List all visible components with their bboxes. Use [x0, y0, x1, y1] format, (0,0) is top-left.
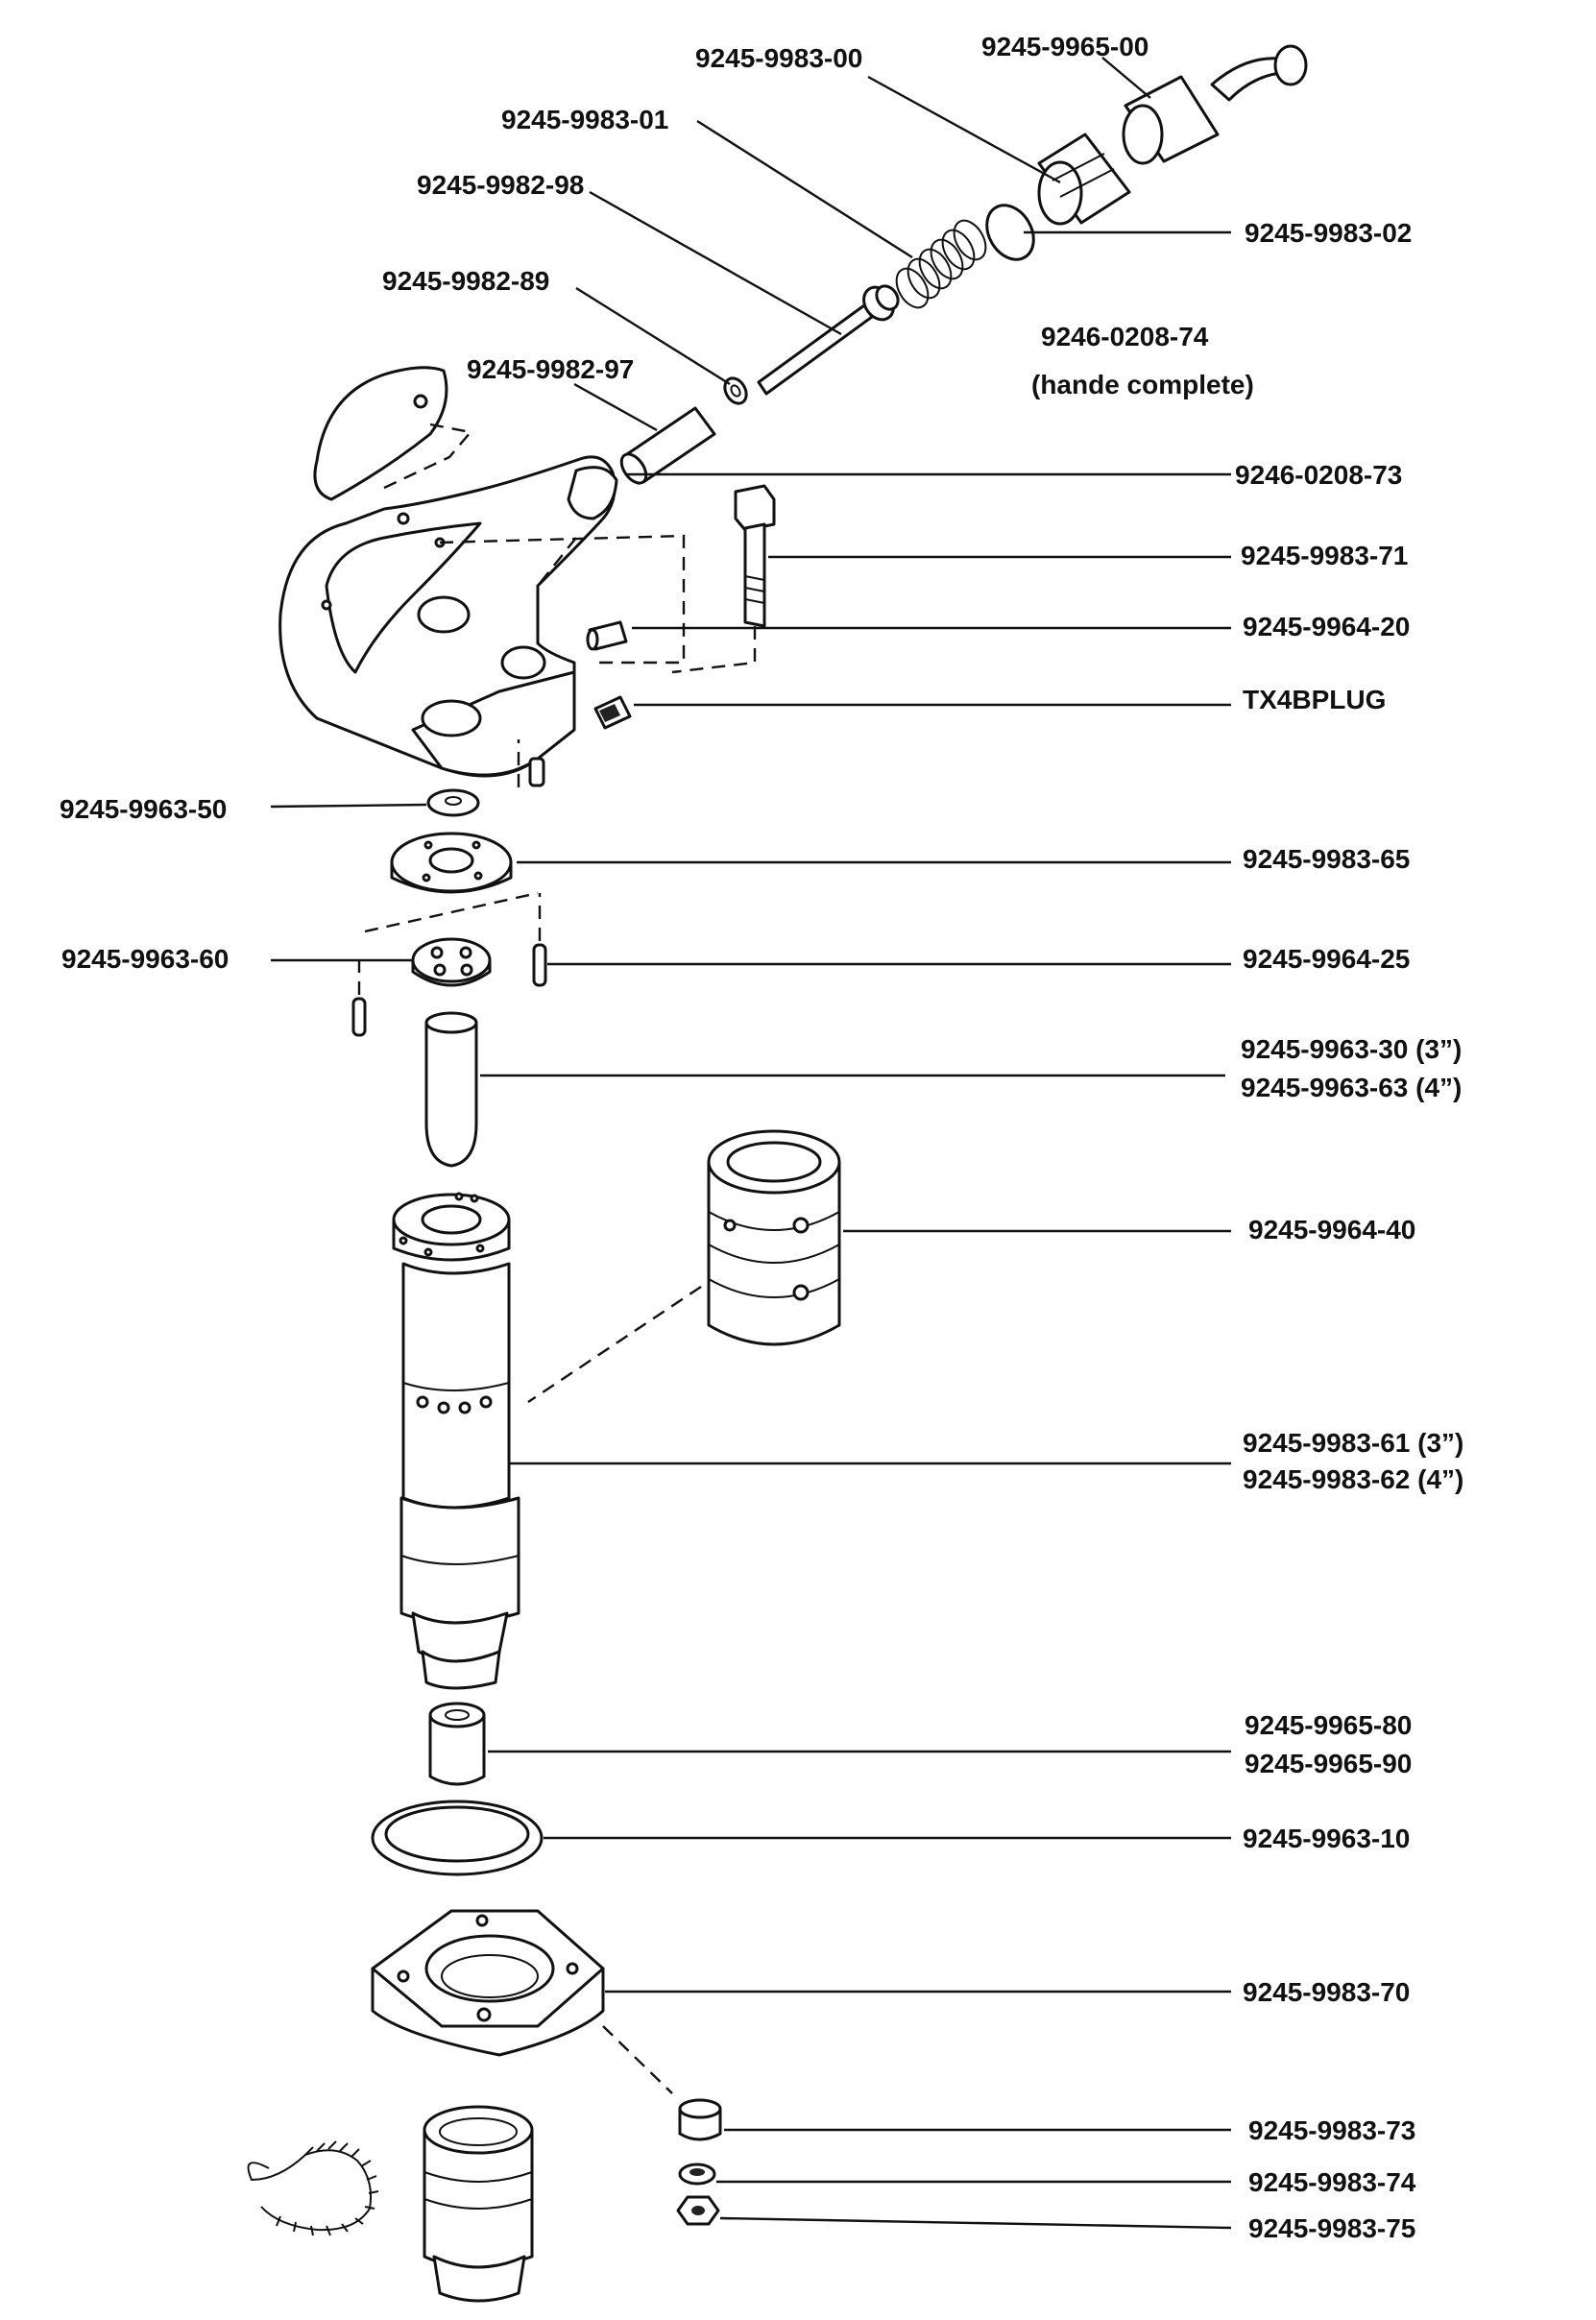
retainer-clip-part: [247, 2140, 379, 2236]
spacer-part: [678, 2098, 722, 2141]
label-9245-9963-10: 9245-9963-10: [1243, 1824, 1410, 1853]
label-9245-9964-20: 9245-9964-20: [1243, 612, 1410, 641]
plug-part: [593, 695, 632, 730]
label-9246-0208-74: 9246-0208-74: [1041, 322, 1209, 351]
label-9245-9983-00: 9245-9983-00: [695, 43, 862, 73]
label-9246-0208-73: 9246-0208-73: [1235, 460, 1402, 490]
bushing-part: [428, 1702, 486, 1786]
label-9245-9982-97: 9245-9982-97: [467, 354, 634, 384]
label-9245-9983-62: 9245-9983-62 (4”): [1243, 1464, 1463, 1494]
label-9245-9982-98: 9245-9982-98: [417, 170, 584, 200]
dowel-pin-part: [528, 757, 545, 787]
label-9245-9964-25: 9245-9964-25: [1243, 944, 1410, 974]
piston-part: [424, 1011, 478, 1168]
lock-washer-part: [678, 2163, 716, 2186]
label-9245-9963-60: 9245-9963-60: [61, 944, 229, 974]
label-9245-9963-50: 9245-9963-50: [60, 794, 227, 824]
label-9245-9963-63: 9245-9963-63 (4”): [1241, 1073, 1462, 1102]
label-9245-9983-75: 9245-9983-75: [1248, 2213, 1415, 2243]
guide-pin-right-part: [532, 943, 547, 987]
label-9245-9965-00: 9245-9965-00: [981, 32, 1149, 61]
label-9245-9983-65: 9245-9983-65: [1243, 844, 1410, 874]
leader-lines: [270, 57, 1232, 2230]
label-9245-9963-30: 9245-9963-30 (3”): [1241, 1034, 1462, 1064]
label-9245-9983-61: 9245-9983-61 (3”): [1243, 1428, 1463, 1458]
retainer-ring-part: [371, 1800, 544, 1876]
muffler-part: [707, 1129, 841, 1346]
handle-pin-part: [619, 406, 716, 485]
label-9245-9982-89: 9245-9982-89: [382, 266, 549, 296]
chisel-collar-part: [423, 2105, 534, 2303]
label-9245-9983-70: 9245-9983-70: [1243, 1977, 1410, 2007]
valve-stem-part: [757, 284, 900, 396]
label-9245-9965-80: 9245-9965-80: [1245, 1710, 1412, 1740]
o-ring-part: [985, 204, 1035, 261]
label-9245-9964-40: 9245-9964-40: [1248, 1215, 1415, 1245]
valve-box-part: [411, 937, 492, 987]
label-9245-9983-73: 9245-9983-73: [1248, 2115, 1415, 2145]
cylinder-part: [392, 1192, 520, 1690]
trigger-lever-part: [313, 366, 448, 501]
label-9245-9983-71: 9245-9983-71: [1241, 541, 1408, 570]
guide-pin-left-part: [351, 997, 367, 1037]
valve-disc-part: [426, 788, 480, 817]
label-9245-9983-01: 9245-9983-01: [501, 105, 668, 134]
bolt-part: [734, 484, 776, 628]
label-tx4bplug: TX4BPLUG: [1243, 685, 1386, 714]
handle-body-part: [278, 455, 618, 778]
roll-pin-part: [586, 620, 628, 651]
washer-part: [723, 376, 748, 405]
valve-plate-part: [390, 832, 513, 894]
label-9245-9983-74: 9245-9983-74: [1248, 2167, 1416, 2197]
nut-part: [676, 2195, 720, 2226]
label-9245-9965-90: 9245-9965-90: [1245, 1749, 1412, 1778]
hose-fitting-part: [1122, 44, 1308, 165]
label-9245-9983-02: 9245-9983-02: [1245, 218, 1412, 248]
front-head-part: [371, 1909, 605, 2057]
spring-part: [895, 219, 987, 309]
label-handle-complete-note: (hande complete): [1031, 370, 1254, 399]
